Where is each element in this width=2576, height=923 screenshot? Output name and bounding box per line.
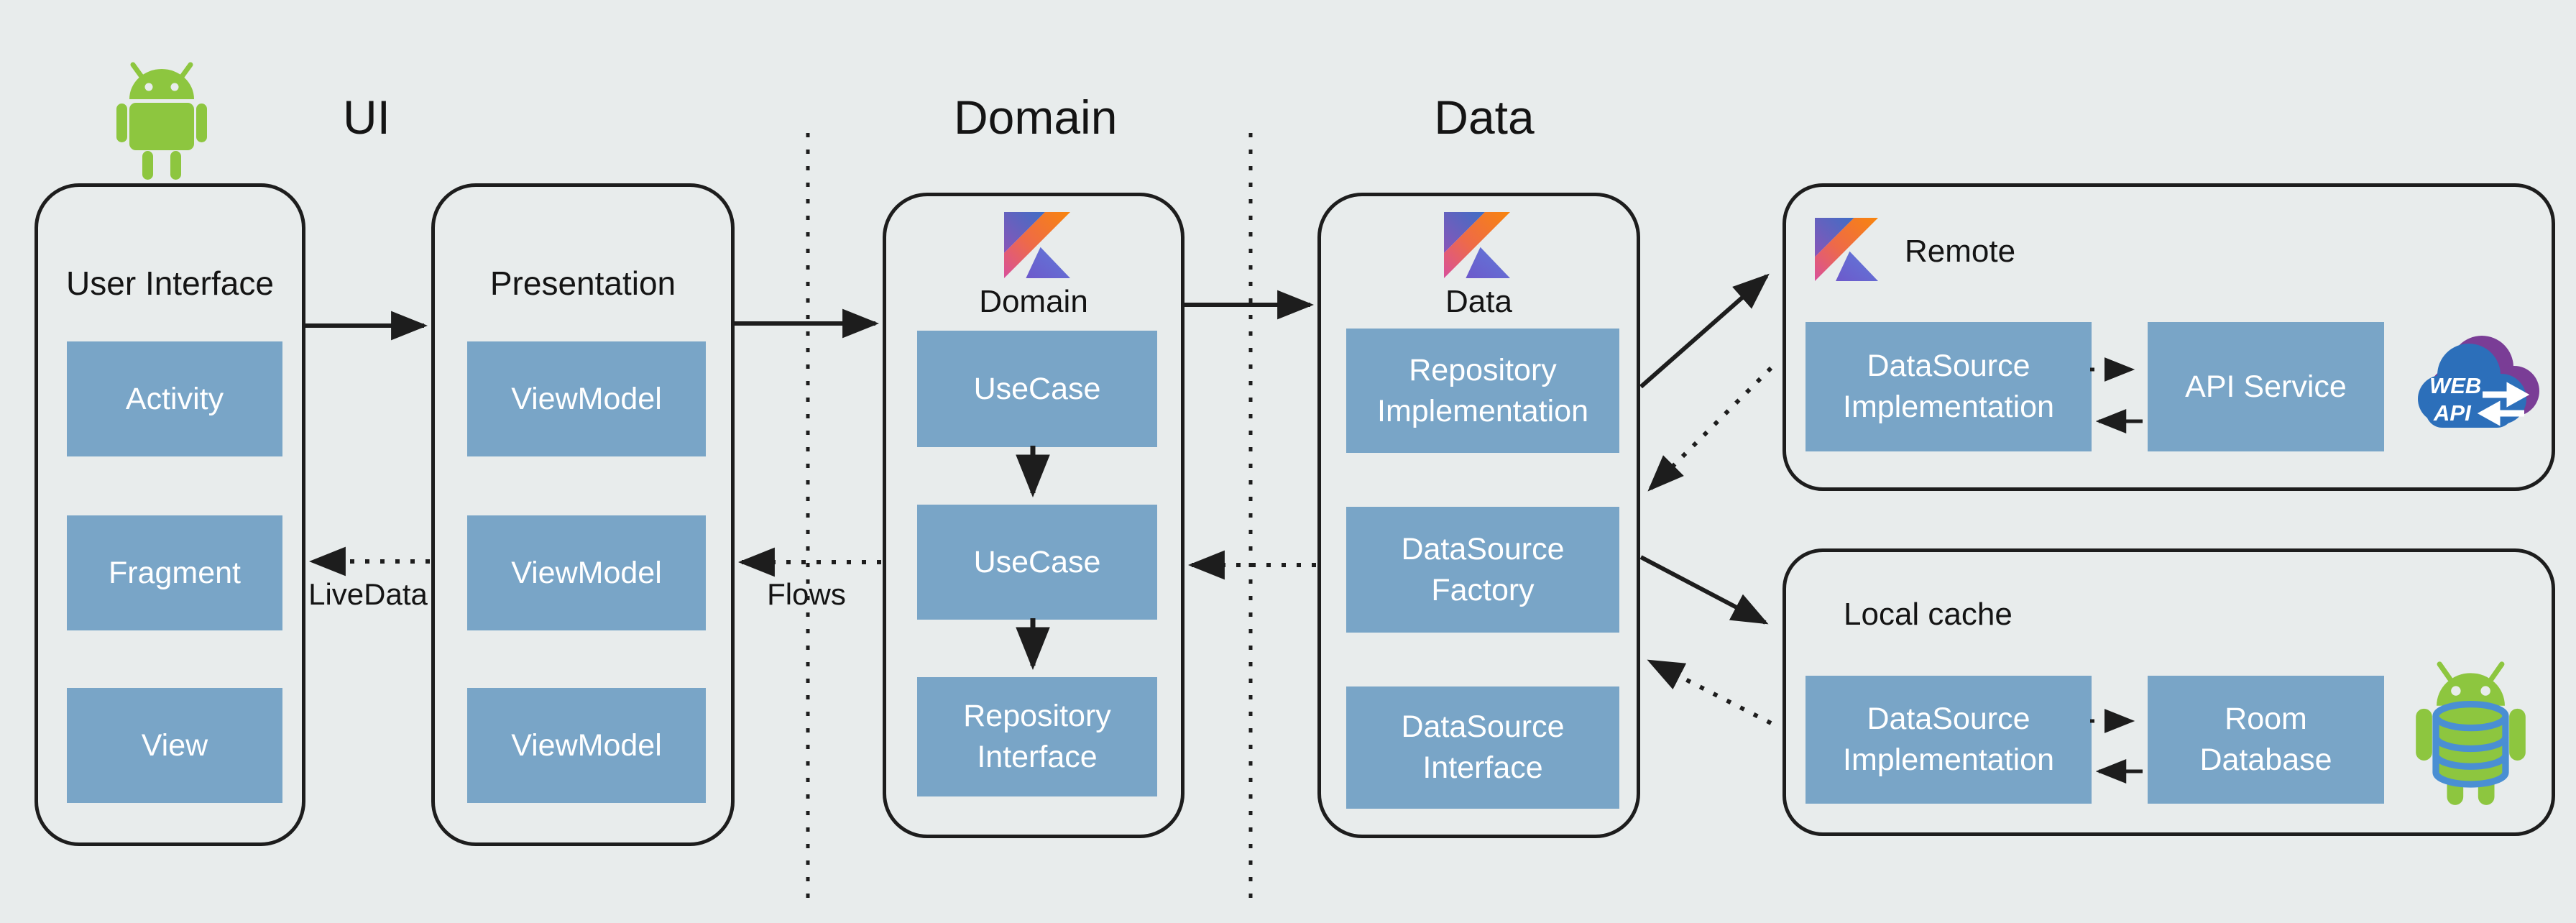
section-title-data: Data [1434, 91, 1535, 144]
kotlin-icon [1444, 212, 1510, 278]
panel-domain: Domain UseCase UseCase Repository Interf… [883, 193, 1184, 838]
node-api-service: API Service [2148, 322, 2384, 451]
panel-presentation: Presentation ViewModel ViewModel ViewMod… [431, 183, 735, 846]
panel-remote: Remote DataSource Implementation API Ser… [1782, 183, 2555, 491]
section-title-ui: UI [343, 91, 390, 144]
panel-user-interface: User Interface Activity Fragment View [34, 183, 305, 846]
node-view: View [67, 688, 282, 803]
node-usecase-2: UseCase [917, 505, 1157, 620]
node-room-database: Room Database [2148, 676, 2384, 804]
cloud-text-web: WEB [2429, 373, 2481, 398]
node-local-datasource-implementation: DataSource Implementation [1806, 676, 2092, 804]
panel-presentation-title: Presentation [489, 265, 676, 302]
android-icon [116, 62, 207, 180]
kotlin-icon [1004, 212, 1070, 278]
node-usecase-1: UseCase [917, 331, 1157, 447]
node-repository-implementation: Repository Implementation [1346, 329, 1619, 453]
arrow-local-to-data-dotted [1647, 659, 1772, 725]
node-repository-interface: Repository Interface [917, 677, 1157, 796]
kotlin-icon [1815, 218, 1878, 281]
panel-data: Data Repository Implementation DataSourc… [1317, 193, 1640, 838]
edge-label-flows: Flows [767, 577, 846, 611]
node-viewmodel-1: ViewModel [467, 341, 706, 456]
panel-local-cache: Local cache DataSource Implementation Ro… [1782, 548, 2555, 836]
panel-local-cache-title: Local cache [1844, 597, 2012, 632]
arrow-data-to-remote [1639, 273, 1770, 389]
arrow-remote-to-data-dotted [1647, 366, 1773, 492]
node-viewmodel-2: ViewModel [467, 515, 706, 630]
cloud-text-api: API [2433, 400, 2472, 426]
section-title-domain: Domain [954, 91, 1118, 144]
node-activity: Activity [67, 341, 282, 456]
node-remote-datasource-implementation: DataSource Implementation [1806, 322, 2092, 451]
web-api-cloud-icon: WEB API [2418, 336, 2539, 428]
room-database-icon [2416, 661, 2526, 805]
node-fragment: Fragment [67, 515, 282, 630]
panel-domain-title: Domain [979, 284, 1088, 319]
node-datasource-interface: DataSource Interface [1346, 686, 1619, 809]
arrow-data-to-local [1639, 555, 1769, 625]
node-datasource-factory: DataSource Factory [1346, 507, 1619, 633]
panel-user-interface-title: User Interface [66, 265, 274, 302]
node-viewmodel-3: ViewModel [467, 688, 706, 803]
edge-label-livedata: LiveData [308, 577, 428, 611]
panel-data-title: Data [1445, 284, 1512, 319]
panel-remote-title: Remote [1905, 234, 2016, 269]
